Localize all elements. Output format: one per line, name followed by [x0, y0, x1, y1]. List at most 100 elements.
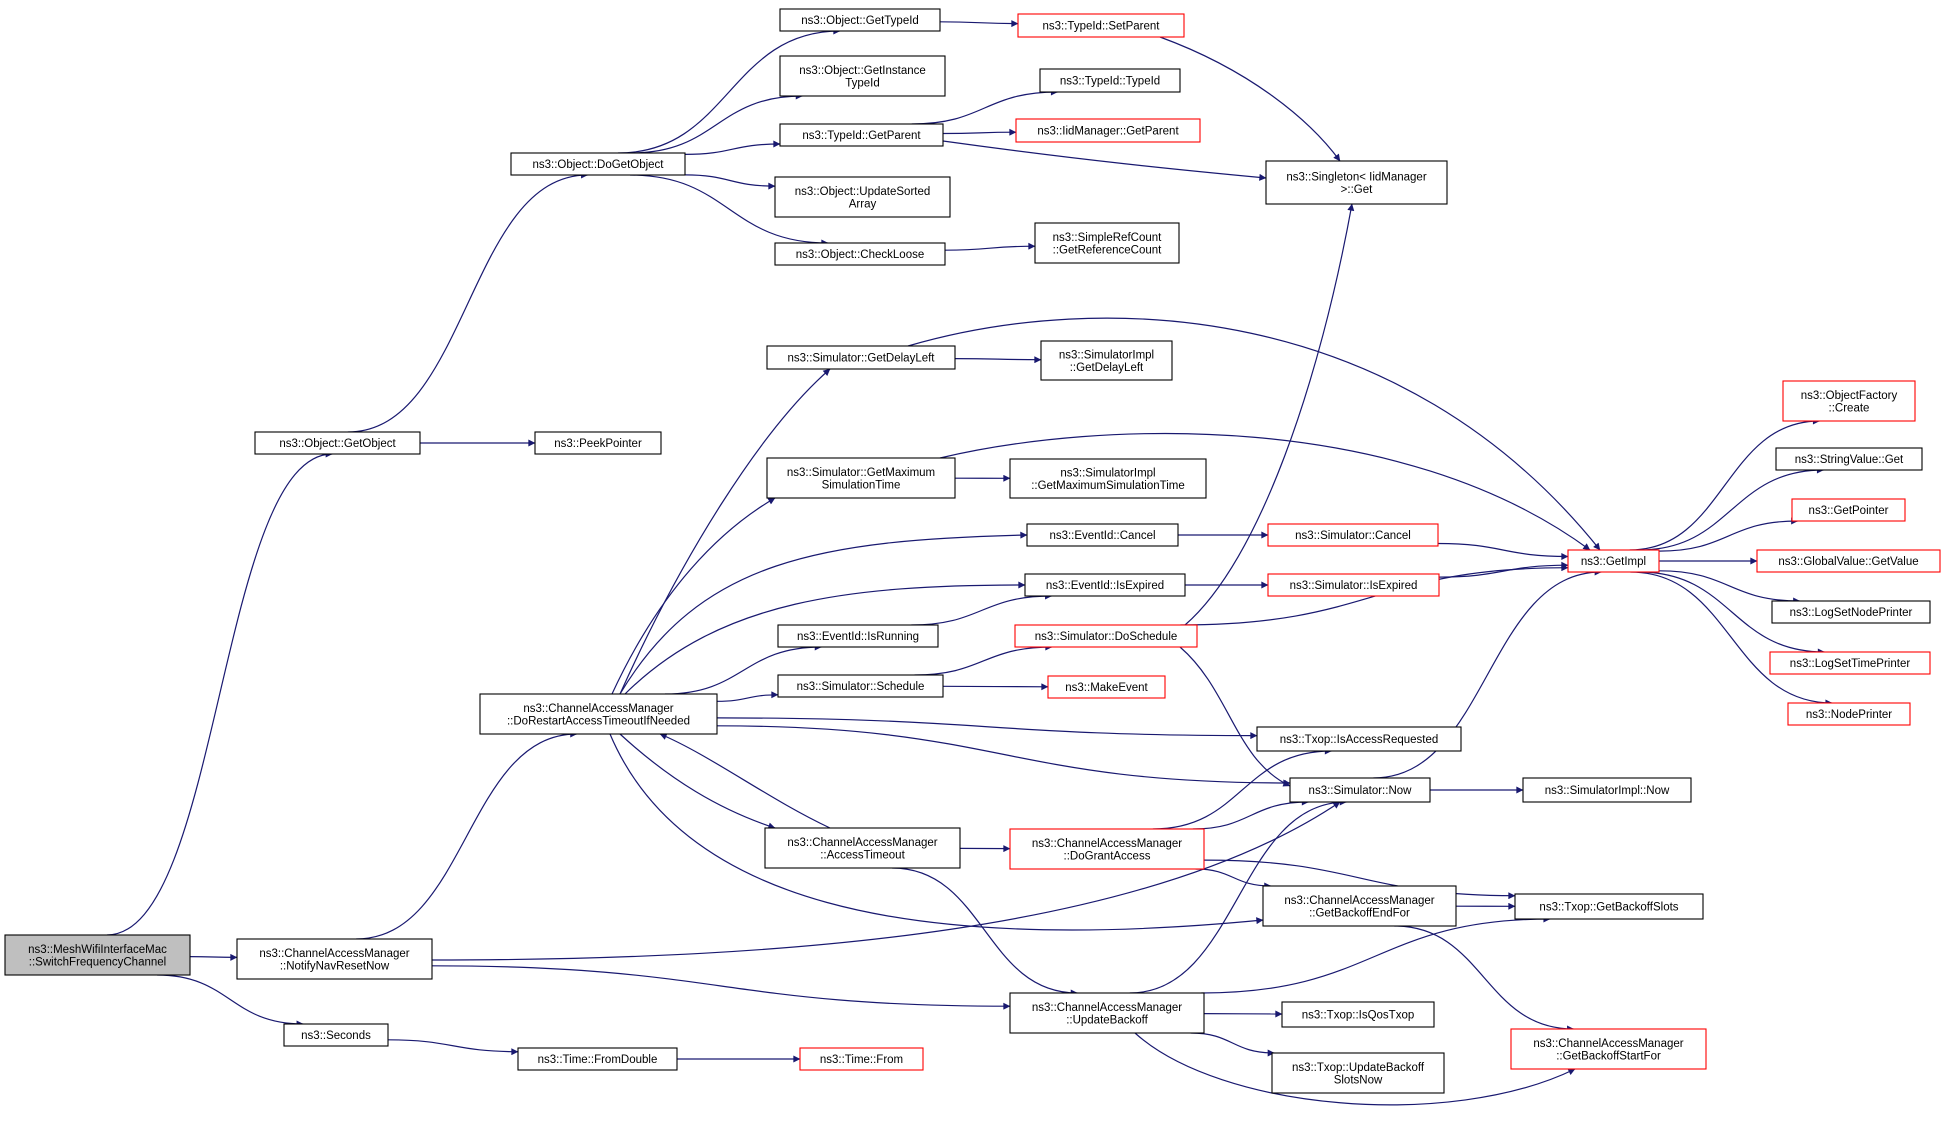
edge-sim_cancel-to-getimpl — [1437, 542, 1569, 560]
node-label-line: ns3::SimulatorImpl — [1060, 467, 1155, 479]
node-getobject[interactable]: ns3::Object::GetObject — [254, 431, 421, 455]
node-logsettimeprinter[interactable]: ns3::LogSetTimePrinter — [1769, 651, 1931, 675]
node-box — [283, 1023, 389, 1047]
node-label-line: ::NotifyNavResetNow — [280, 960, 390, 972]
node-eventid-cancel[interactable]: ns3::EventId::Cancel — [1026, 523, 1179, 547]
node-box — [777, 674, 944, 698]
node-stringvalue-get[interactable]: ns3::StringValue::Get — [1775, 447, 1923, 471]
node-makeevent[interactable]: ns3::MakeEvent — [1047, 675, 1166, 699]
node-label-line: SlotsNow — [1334, 1074, 1383, 1086]
node-txop-isqostxop[interactable]: ns3::Txop::IsQosTxop — [1281, 1001, 1435, 1028]
node-sim-now[interactable]: ns3::Simulator::Now — [1289, 777, 1431, 803]
edge-cam_notifynav-to-sim_now — [431, 801, 1341, 961]
node-txop-getbackoffslots[interactable]: ns3::Txop::GetBackoffSlots — [1514, 893, 1704, 920]
edge-cam_dogrant-to-txop_isaccessrequested — [1152, 747, 1332, 830]
node-label-line: ns3::EventId::Cancel — [1049, 530, 1155, 542]
node-box — [1256, 726, 1462, 752]
node-typeid-getparent[interactable]: ns3::TypeId::GetParent — [779, 123, 944, 147]
node-label-line: ns3::ChannelAccessManager — [259, 948, 409, 960]
node-box — [534, 431, 662, 455]
node-root[interactable]: ns3::MeshWifiInterfaceMac::SwitchFrequen… — [4, 934, 191, 976]
node-peekpointer[interactable]: ns3::PeekPointer — [534, 431, 662, 455]
edge-cam_dogrant-to-cam_getbackoffend — [1195, 868, 1272, 890]
edge-cam_accesstimeout-to-cam_dorestart — [659, 733, 831, 829]
node-txop-isaccessrequested[interactable]: ns3::Txop::IsAccessRequested — [1256, 726, 1462, 752]
node-simimpl-now[interactable]: ns3::SimulatorImpl::Now — [1522, 777, 1692, 803]
node-checkloose[interactable]: ns3::Object::CheckLoose — [774, 242, 946, 266]
node-cam-dorestart[interactable]: ns3::ChannelAccessManager::DoRestartAcce… — [479, 693, 718, 735]
edge-typeid_setparent-to-singleton_get — [1159, 36, 1341, 162]
node-sim-doschedule[interactable]: ns3::Simulator::DoSchedule — [1014, 624, 1198, 648]
node-eventid-isrunning[interactable]: ns3::EventId::IsRunning — [777, 624, 939, 648]
node-label-line: ::GetBackoffEndFor — [1309, 907, 1410, 919]
node-sim-getdelayleft[interactable]: ns3::Simulator::GetDelayLeft — [766, 345, 956, 370]
node-simimpl-getmaxsimtime[interactable]: ns3::SimulatorImpl::GetMaximumSimulation… — [1009, 458, 1207, 499]
node-time-from[interactable]: ns3::Time::From — [799, 1047, 924, 1071]
edge-cam_dorestart-to-eventid_isexpired — [624, 581, 1026, 695]
node-sim-isexpired[interactable]: ns3::Simulator::IsExpired — [1267, 573, 1440, 597]
node-iidmanager-getparent[interactable]: ns3::IidManager::GetParent — [1015, 118, 1201, 143]
node-seconds[interactable]: ns3::Seconds — [283, 1023, 389, 1047]
node-eventid-isexpired[interactable]: ns3::EventId::IsExpired — [1024, 573, 1186, 597]
node-dogetobject[interactable]: ns3::Object::DoGetObject — [510, 152, 686, 176]
node-box — [1771, 600, 1931, 624]
node-cam-accesstimeout[interactable]: ns3::ChannelAccessManager::AccessTimeout — [764, 827, 961, 869]
node-time-fromdouble[interactable]: ns3::Time::FromDouble — [517, 1047, 678, 1071]
edge-seconds-to-time_fromdouble — [387, 1039, 519, 1056]
node-logsetnodeprinter[interactable]: ns3::LogSetNodePrinter — [1771, 600, 1931, 624]
node-box — [479, 693, 718, 735]
edge-dogetobject-to-getinstancetypeid — [631, 92, 803, 154]
node-label-line: ns3::Object::CheckLoose — [796, 249, 925, 261]
node-cam-notifynav[interactable]: ns3::ChannelAccessManager::NotifyNavRese… — [236, 938, 433, 980]
node-cam-dogrant[interactable]: ns3::ChannelAccessManager::DoGrantAccess — [1009, 828, 1205, 870]
edge-getobject-to-dogetobject — [347, 171, 589, 433]
node-label-line: ::GetDelayLeft — [1070, 362, 1144, 374]
node-box — [1009, 828, 1205, 870]
node-globalvalue-getvalue[interactable]: ns3::GlobalValue::GetValue — [1756, 549, 1941, 573]
node-singleton-get[interactable]: ns3::Singleton< IidManager>::Get — [1265, 160, 1448, 205]
node-label-line: ns3::NodePrinter — [1806, 709, 1892, 721]
node-getimpl[interactable]: ns3::GetImpl — [1567, 549, 1660, 573]
node-simimpl-getdelayleft[interactable]: ns3::SimulatorImpl::GetDelayLeft — [1040, 340, 1173, 381]
node-sim-schedule[interactable]: ns3::Simulator::Schedule — [777, 674, 944, 698]
edge-checkloose-to-simplerefcount — [944, 242, 1036, 251]
node-box — [1289, 777, 1431, 803]
edge-typeid_getparent-to-typeid_typeid — [911, 88, 1058, 125]
node-typeid-typeid[interactable]: ns3::TypeId::TypeId — [1039, 68, 1181, 93]
node-typeid-setparent[interactable]: ns3::TypeId::SetParent — [1017, 13, 1185, 38]
node-box — [1039, 68, 1181, 93]
node-box — [1015, 118, 1201, 143]
node-box — [766, 457, 956, 499]
edge-cam_dorestart-to-sim_getmaxsimtime — [611, 497, 776, 695]
node-cam-getbackoffstart[interactable]: ns3::ChannelAccessManager::GetBackoffSta… — [1510, 1028, 1707, 1070]
node-label-line: ns3::GetImpl — [1581, 556, 1646, 568]
edge-cam_updatebackoff-to-sim_now — [1129, 798, 1347, 994]
node-box — [1267, 523, 1439, 547]
node-nodeprinter[interactable]: ns3::NodePrinter — [1787, 702, 1911, 726]
node-objectfactory-create[interactable]: ns3::ObjectFactory::Create — [1782, 380, 1916, 422]
node-simplerefcount[interactable]: ns3::SimpleRefCount::GetReferenceCount — [1034, 222, 1180, 264]
node-sim-getmaxsimtime[interactable]: ns3::Simulator::GetMaximumSimulationTime — [766, 457, 956, 499]
node-label-line: ns3::Simulator::IsExpired — [1290, 580, 1418, 592]
edge-sim_getmaxsimtime-to-getimpl — [939, 432, 1591, 551]
node-sim-cancel[interactable]: ns3::Simulator::Cancel — [1267, 523, 1439, 547]
node-getpointer[interactable]: ns3::GetPointer — [1791, 498, 1906, 522]
node-label-line: ns3::ChannelAccessManager — [1032, 838, 1182, 850]
node-label-line: ns3::ChannelAccessManager — [787, 837, 937, 849]
node-box — [517, 1047, 678, 1071]
node-cam-updatebackoff[interactable]: ns3::ChannelAccessManager::UpdateBackoff — [1009, 992, 1205, 1034]
node-box — [1024, 573, 1186, 597]
edge-cam_updatebackoff-to-txop_updatebackoffslots — [1190, 1032, 1275, 1057]
node-box — [236, 938, 433, 980]
node-cam-getbackoffend[interactable]: ns3::ChannelAccessManager::GetBackoffEnd… — [1262, 885, 1457, 927]
node-label-line: ns3::Txop::IsAccessRequested — [1280, 734, 1439, 746]
node-box — [1262, 885, 1457, 927]
edge-root-to-getobject — [106, 450, 333, 936]
node-label-line: ns3::MakeEvent — [1065, 682, 1148, 694]
node-gettypeid[interactable]: ns3::Object::GetTypeId — [779, 8, 941, 32]
node-label-line: ::DoGrantAccess — [1064, 850, 1151, 862]
